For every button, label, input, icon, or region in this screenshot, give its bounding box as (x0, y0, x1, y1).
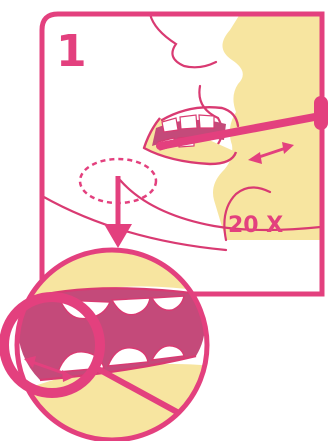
repeat-count-label: 20 X (228, 213, 283, 238)
step-number: 1 (56, 26, 87, 77)
